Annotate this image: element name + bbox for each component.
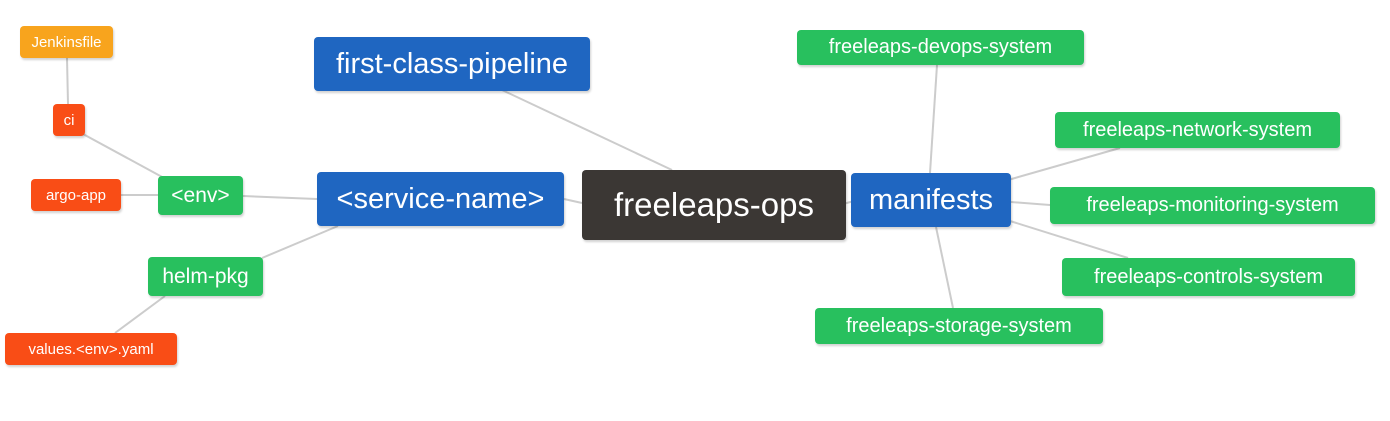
node-manifests[interactable]: manifests [851, 173, 1011, 227]
node-freeleaps-controls-system[interactable]: freeleaps-controls-system [1062, 258, 1355, 296]
node-first-class-pipeline-label: first-class-pipeline [335, 47, 569, 80]
edge-manifests-storage [935, 226, 954, 309]
node-env-label: <env> [171, 183, 230, 207]
edge-env-service-name [242, 195, 318, 200]
node-freeleaps-network-system[interactable]: freeleaps-network-system [1055, 112, 1340, 148]
edge-service-name-ops [563, 198, 583, 204]
node-freeleaps-ops-label: freeleaps-ops [614, 186, 814, 223]
node-jenkinsfile-label: Jenkinsfile [31, 33, 102, 51]
node-freeleaps-ops[interactable]: freeleaps-ops [582, 170, 846, 240]
edge-manifests-devops [929, 64, 938, 174]
node-freeleaps-monitoring-system[interactable]: freeleaps-monitoring-system [1050, 187, 1375, 224]
node-freeleaps-storage-system-label: freeleaps-storage-system [846, 314, 1072, 337]
node-freeleaps-monitoring-system-label: freeleaps-monitoring-system [1086, 194, 1339, 216]
node-first-class-pipeline[interactable]: first-class-pipeline [314, 37, 590, 91]
node-freeleaps-devops-system[interactable]: freeleaps-devops-system [797, 30, 1084, 65]
node-argo-app-label: argo-app [45, 186, 107, 204]
node-values-env-yaml[interactable]: values.<env>.yaml [5, 333, 177, 365]
node-freeleaps-controls-system-label: freeleaps-controls-system [1094, 265, 1323, 288]
edge-manifests-monitoring [1010, 201, 1051, 206]
edge-jenkinsfile-ci [66, 57, 69, 105]
node-ci-label: ci [63, 111, 75, 129]
edge-manifests-controls [1009, 220, 1129, 259]
node-freeleaps-storage-system[interactable]: freeleaps-storage-system [815, 308, 1103, 344]
node-service-name-label: <service-name> [336, 182, 545, 215]
node-env[interactable]: <env> [158, 176, 243, 215]
node-argo-app[interactable]: argo-app [31, 179, 121, 211]
node-freeleaps-network-system-label: freeleaps-network-system [1083, 118, 1312, 141]
edge-helm-pkg-values [114, 295, 166, 334]
node-helm-pkg-label: helm-pkg [162, 264, 249, 288]
node-jenkinsfile[interactable]: Jenkinsfile [20, 26, 113, 58]
node-helm-pkg[interactable]: helm-pkg [148, 257, 263, 296]
node-service-name[interactable]: <service-name> [317, 172, 564, 226]
edge-pipeline-ops [501, 89, 673, 171]
node-values-env-yaml-label: values.<env>.yaml [28, 340, 154, 358]
node-freeleaps-devops-system-label: freeleaps-devops-system [828, 36, 1053, 58]
edge-service-name-helm-pkg [261, 225, 339, 259]
node-ci[interactable]: ci [53, 104, 85, 136]
node-manifests-label: manifests [868, 183, 994, 216]
edge-manifests-network [1007, 147, 1121, 181]
edge-ci-env [82, 133, 165, 179]
